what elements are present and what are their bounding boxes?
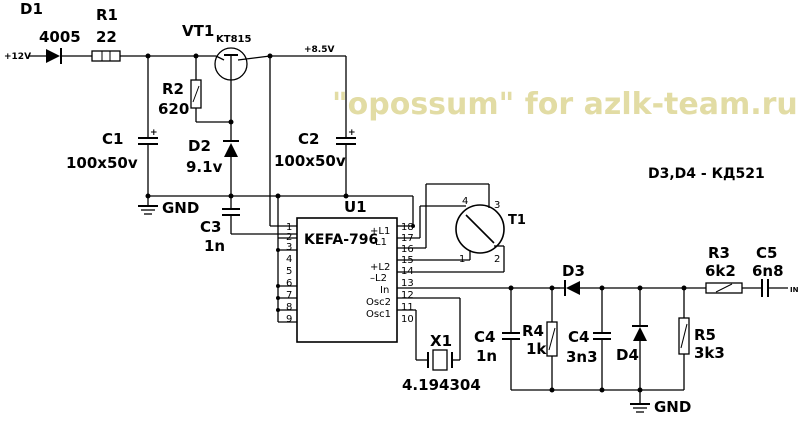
- u1-pin-12: 12: [401, 290, 414, 301]
- ground-label-bottom: GND: [654, 398, 691, 416]
- capacitor-c4-3n3: [593, 332, 611, 340]
- t1-pin-1: 1: [459, 254, 465, 265]
- r5-ref: R5: [694, 326, 716, 344]
- crystal-x1: [427, 349, 453, 371]
- gauge-t1: [455, 204, 505, 254]
- u1-pin-13: 13: [401, 278, 414, 289]
- u1-value: KEFA-796: [304, 232, 378, 248]
- u1-pin-name-osc2: Osc2: [366, 297, 391, 308]
- c4a-value: 1n: [476, 347, 497, 365]
- u1-pin-5: 5: [286, 266, 292, 277]
- c4b-ref: C4: [568, 328, 589, 346]
- d4-ref: D4: [616, 346, 639, 364]
- x1-ref: X1: [430, 332, 452, 350]
- u1-pin-name-pl1: +L1: [370, 226, 390, 237]
- u1-pin-18: 18: [401, 222, 414, 233]
- ground-symbol-bottom: [630, 390, 650, 413]
- d3-ref: D3: [562, 262, 585, 280]
- r2-value: 620: [158, 100, 189, 118]
- c4b-value: 3n3: [566, 348, 598, 366]
- zener-diode-d2: [223, 140, 239, 157]
- r4-ref: R4: [522, 322, 544, 340]
- u1-pin-6: 6: [286, 278, 292, 289]
- d2-value: 9.1v: [186, 158, 223, 176]
- u1-pin-name-ml1: –L1: [370, 237, 387, 248]
- supply-rail-label: +8.5V: [304, 45, 334, 55]
- watermark: "opossum" for azlk-team.ru: [332, 87, 798, 122]
- t1-pin-4: 4: [462, 196, 468, 207]
- diode-d1: [46, 48, 62, 64]
- signal-input-label: IN: [790, 286, 799, 294]
- u1-pin-4: 4: [286, 254, 292, 265]
- u1-pin-name-osc1: Osc1: [366, 309, 391, 320]
- t1-pin-3: 3: [494, 200, 500, 211]
- u1-pin-name-in: In: [380, 285, 389, 296]
- c1-ref: C1: [102, 130, 123, 148]
- supply-input-label: +12V: [4, 52, 31, 62]
- vt1-ref: VT1: [182, 22, 214, 40]
- c4a-ref: C4: [474, 328, 495, 346]
- vt1-value: KT815: [216, 34, 251, 45]
- u1-pin-10: 10: [401, 314, 414, 325]
- c5-value: 6n8: [752, 262, 784, 280]
- r1-ref: R1: [96, 6, 118, 24]
- u1-pin-8: 8: [286, 302, 292, 313]
- u1-pin-name-pl2: +L2: [370, 262, 390, 273]
- d2-ref: D2: [188, 137, 211, 155]
- x1-value: 4.194304: [402, 376, 481, 394]
- svg-text:+: +: [348, 128, 356, 138]
- r2-ref: R2: [162, 80, 184, 98]
- t1-ref: T1: [508, 213, 526, 228]
- ground-label-top: GND: [162, 199, 199, 217]
- u1-pin-1: 1: [286, 222, 292, 233]
- r3-ref: R3: [708, 244, 730, 262]
- svg-text:+: +: [150, 128, 158, 138]
- u1-pin-name-ml2: –L2: [370, 273, 387, 284]
- r4-value: 1k: [526, 340, 547, 358]
- diode-type-note: D3,D4 - КД521: [648, 166, 765, 182]
- diode-d3: [564, 280, 580, 296]
- c5-ref: C5: [756, 244, 777, 262]
- u1-pin-9: 9: [286, 314, 292, 325]
- c1-value: 100x50v: [66, 154, 138, 172]
- u1-pin-16: 16: [401, 244, 414, 255]
- c2-value: 100x50v: [274, 152, 346, 170]
- c2-ref: C2: [298, 130, 319, 148]
- resistor-r1: [91, 50, 121, 62]
- capacitor-c4-1n: [502, 332, 520, 340]
- r5-value: 3k3: [694, 344, 725, 362]
- u1-pin-7: 7: [286, 290, 292, 301]
- capacitor-c5: [761, 279, 769, 297]
- t1-pin-2: 2: [494, 254, 500, 265]
- c3-ref: C3: [200, 218, 221, 236]
- r1-value: 22: [96, 28, 117, 46]
- d1-ref: D1: [20, 0, 43, 18]
- transistor-vt1: [214, 47, 271, 98]
- r3-value: 6k2: [705, 262, 736, 280]
- u1-pin-3: 3: [286, 242, 292, 253]
- diode-d4: [632, 325, 648, 341]
- ground-symbol-top: [138, 196, 158, 215]
- c3-value: 1n: [204, 237, 225, 255]
- capacitor-c3: [222, 208, 240, 216]
- d1-value: 4005: [39, 28, 81, 46]
- u1-ref: U1: [344, 198, 367, 216]
- ic-u1: [296, 217, 398, 343]
- u1-pin-11: 11: [401, 302, 414, 313]
